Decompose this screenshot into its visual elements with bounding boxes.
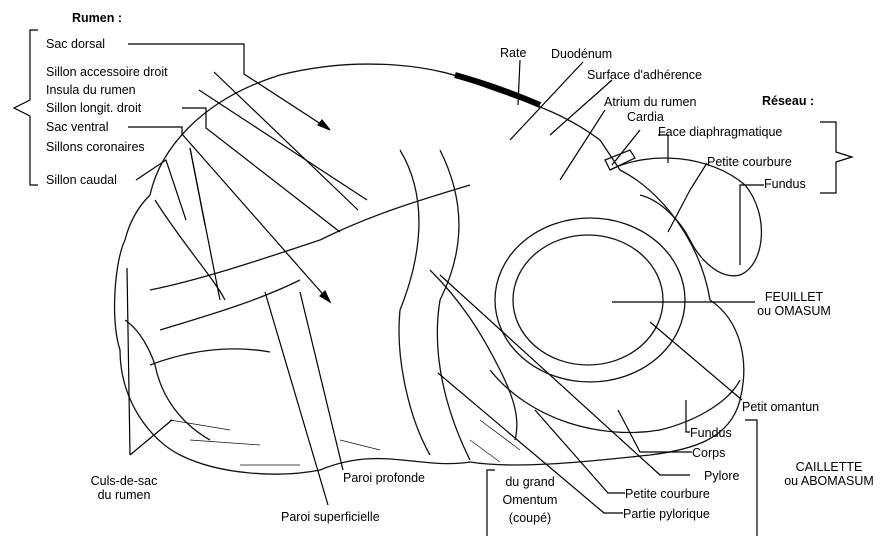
culs-line1: Culs-de-sac [64,474,184,488]
label-sillon-caudal: Sillon caudal [46,173,117,187]
label-feuillet: FEUILLET ou OMASUM [746,290,842,318]
label-partie-pylorique: Partie pylorique [623,507,710,521]
label-culs-de-sac: Culs-de-sac du rumen [64,474,184,502]
label-face-diaphragmatique: Face diaphragmatique [658,125,782,139]
label-grand-omentum: du grand Omentum (coupé) [490,473,570,527]
omasum-ellipse [495,218,685,382]
label-sillons-coronaires: Sillons coronaires [46,140,145,154]
label-surface-adherence: Surface d'adhérence [587,68,702,82]
label-petite-courbure-caillette: Petite courbure [625,487,710,501]
label-rate: Rate [500,46,526,60]
label-petite-courbure-reseau: Petite courbure [707,155,792,169]
label-duodenum: Duodénum [551,47,612,61]
feuillet-line2: ou OMASUM [746,304,842,318]
feuillet-line1: FEUILLET [746,290,842,304]
label-sac-dorsal: Sac dorsal [46,37,105,51]
label-sillon-accessoire-droit: Sillon accessoire droit [46,65,168,79]
label-cardia: Cardia [627,110,664,124]
label-caillette: CAILLETTE ou ABOMASUM [766,460,892,488]
culs-line2: du rumen [64,488,184,502]
caillette-line1: CAILLETTE [766,460,892,474]
label-corps: Corps [692,446,725,460]
omentum-line1: du grand [490,473,570,491]
reseau-header: Réseau : [762,94,814,108]
rumen-header: Rumen : [72,11,122,25]
label-pylore: Pylore [704,469,739,483]
label-paroi-profonde: Paroi profonde [343,471,425,485]
label-fundus-caillette: Fundus [690,426,732,440]
label-insula-du-rumen: Insula du rumen [46,83,136,97]
label-atrium-du-rumen: Atrium du rumen [604,95,696,109]
omentum-line3: (coupé) [490,509,570,527]
omentum-line2: Omentum [490,491,570,509]
caillette-line2: ou ABOMASUM [766,474,892,488]
rumen-outline [115,64,744,474]
label-sillon-longit-droit: Sillon longit. droit [46,101,141,115]
label-petit-omantun: Petit omantun [742,400,819,414]
label-paroi-superficielle: Paroi superficielle [281,510,380,524]
label-fundus-reseau: Fundus [764,177,806,191]
label-sac-ventral: Sac ventral [46,120,109,134]
